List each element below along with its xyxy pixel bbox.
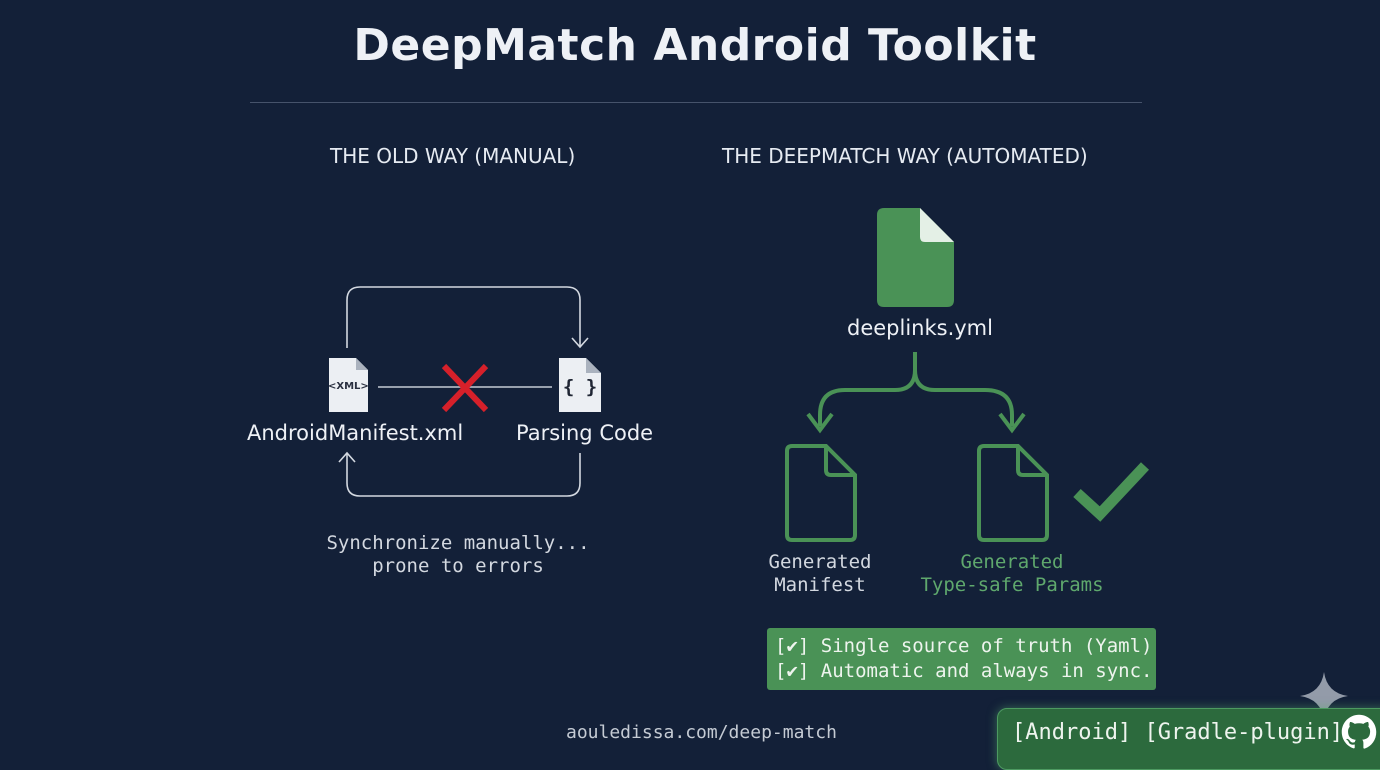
generated-manifest-icon	[785, 444, 857, 542]
sync-arrowhead-bottom	[338, 451, 356, 463]
arrowhead-right	[998, 412, 1026, 434]
generated-params-line1: Generated	[960, 551, 1064, 573]
benefit-item: [✔] Single source of truth (Yaml)	[775, 635, 1153, 657]
parsing-code-label: Parsing Code	[516, 421, 654, 445]
generated-manifest-line1: Generated	[768, 551, 872, 573]
sparkle-icon	[1300, 672, 1348, 720]
github-icon[interactable]	[1341, 714, 1377, 750]
sync-arrow-bottom	[346, 453, 581, 497]
benefits-box: [✔] Single source of truth (Yaml) [✔] Au…	[767, 628, 1156, 690]
tags-badge: [Android] [Gradle-plugin]	[997, 708, 1380, 770]
xml-file-icon	[329, 358, 368, 412]
generated-params-line2: Type-safe Params	[920, 574, 1104, 596]
android-manifest-label: AndroidManifest.xml	[247, 421, 464, 445]
manual-caption-line2: prone to errors	[372, 555, 544, 577]
page-title: DeepMatch Android Toolkit	[353, 20, 1037, 71]
generated-manifest-label: Generated Manifest	[740, 551, 900, 597]
automated-flow-diagram	[785, 208, 1150, 542]
generated-params-label: Generated Type-safe Params	[912, 551, 1112, 597]
checkmark-icon	[1073, 462, 1150, 522]
benefit-item: [✔] Automatic and always in sync.	[775, 660, 1153, 682]
manual-caption: Synchronize manually... prone to errors	[318, 532, 598, 578]
code-file-icon	[559, 358, 601, 412]
generated-manifest-line2: Manifest	[774, 574, 866, 596]
footer-url[interactable]: aouledissa.com/deep-match	[566, 722, 837, 743]
old-way-heading: THE OLD WAY (MANUAL)	[330, 144, 576, 168]
code-icon-text: { }	[562, 376, 598, 398]
manual-caption-line1: Synchronize manually...	[326, 532, 590, 554]
manual-sync-diagram	[329, 286, 601, 497]
tags-text: [Android] [Gradle-plugin]	[1012, 720, 1344, 745]
document-icon	[877, 208, 954, 307]
title-divider	[250, 102, 1142, 103]
deeplinks-file-label: deeplinks.yml	[847, 316, 993, 340]
generated-params-icon	[977, 444, 1049, 542]
cross-icon	[441, 363, 489, 413]
sync-arrowhead-top	[571, 337, 589, 349]
arrowhead-left	[806, 412, 834, 434]
deepmatch-way-heading: THE DEEPMATCH WAY (AUTOMATED)	[722, 144, 1088, 168]
sync-arrow-top	[346, 286, 581, 348]
xml-icon-text: <XML>	[328, 381, 369, 392]
